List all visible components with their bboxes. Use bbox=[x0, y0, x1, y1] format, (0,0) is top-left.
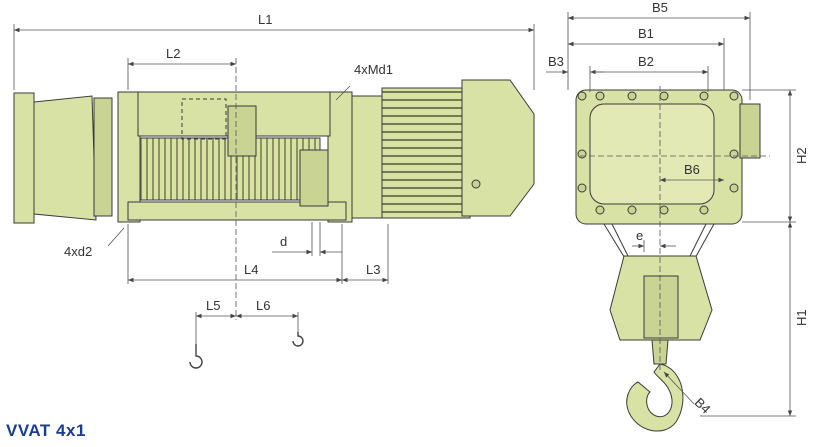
load-hook bbox=[626, 363, 684, 432]
label-L3: L3 bbox=[366, 262, 380, 277]
side-hooks bbox=[189, 332, 304, 369]
label-d2: 4xd2 bbox=[64, 244, 92, 259]
dimension-labels: L1 L2 4xMd1 4xd2 d L4 L3 L5 L6 B5 B1 B3 … bbox=[64, 0, 809, 417]
label-L6: L6 bbox=[256, 298, 270, 313]
rope-left bbox=[603, 223, 631, 261]
drum-bottom-beam bbox=[127, 201, 347, 221]
rope-guide bbox=[227, 105, 257, 157]
label-H2: H2 bbox=[794, 147, 809, 164]
side-view bbox=[13, 79, 535, 224]
label-L2: L2 bbox=[166, 46, 180, 61]
front-view bbox=[575, 89, 761, 432]
label-B2: B2 bbox=[638, 54, 654, 69]
control-box bbox=[181, 98, 227, 140]
motor-drain-plug bbox=[471, 179, 481, 189]
label-Md1: 4xMd1 bbox=[354, 62, 393, 77]
label-B4: B4 bbox=[692, 395, 714, 417]
hook-left-icon bbox=[189, 344, 203, 369]
motor-end-inner bbox=[589, 103, 715, 205]
gearbox-housing bbox=[33, 95, 97, 221]
hook-block-plate bbox=[643, 275, 679, 339]
motor-brake-cover bbox=[461, 79, 535, 217]
label-B5: B5 bbox=[652, 0, 668, 15]
motor-body bbox=[381, 87, 471, 219]
label-B3: B3 bbox=[548, 54, 564, 69]
gearbox-flange bbox=[93, 97, 113, 217]
terminal-box bbox=[739, 103, 761, 159]
label-L1: L1 bbox=[258, 12, 272, 27]
label-d: d bbox=[280, 234, 287, 249]
label-L5: L5 bbox=[206, 298, 220, 313]
hook-right-icon bbox=[292, 332, 304, 347]
model-title: VVAT 4x1 bbox=[6, 421, 86, 440]
gearbox-plate bbox=[13, 92, 35, 224]
label-H1: H1 bbox=[794, 309, 809, 326]
side-dimensions bbox=[13, 24, 535, 344]
label-B6: B6 bbox=[684, 162, 700, 177]
motor-flange bbox=[351, 95, 383, 219]
drum-frame-right bbox=[327, 91, 353, 223]
limit-switch bbox=[299, 149, 329, 207]
label-e: e bbox=[636, 228, 643, 243]
rope-right bbox=[687, 223, 715, 261]
front-dimensions bbox=[546, 12, 796, 417]
label-B1: B1 bbox=[638, 26, 654, 41]
label-L4: L4 bbox=[244, 262, 258, 277]
